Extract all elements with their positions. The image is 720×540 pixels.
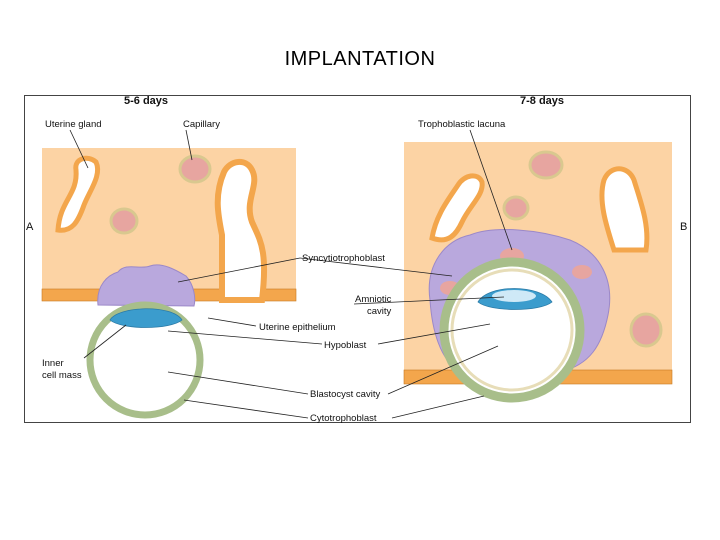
capillary <box>502 195 530 221</box>
label-blastocyst-cavity: Blastocyst cavity <box>310 389 380 400</box>
page-title: IMPLANTATION <box>284 48 436 70</box>
uterine-gland <box>599 166 650 253</box>
label-inner-cell-mass-line2: cell mass <box>42 370 82 381</box>
inner-cell-mass <box>109 308 183 328</box>
label-cytotrophoblast: Cytotrophoblast <box>310 413 377 424</box>
capillary <box>629 312 663 348</box>
syncytiotrophoblast <box>97 264 196 307</box>
left-panel-header: 5-6 days <box>124 95 168 107</box>
label-syncytiotrophoblast: Syncytiotrophoblast <box>302 253 385 264</box>
uterine-gland <box>214 159 268 303</box>
label-inner-cell-mass-line1: Inner <box>42 358 64 369</box>
label-capillary: Capillary <box>183 119 220 130</box>
uterine-gland <box>55 155 100 233</box>
label-amniotic-cavity-line2: cavity <box>367 306 392 317</box>
uterine-gland <box>429 173 485 243</box>
capillary <box>528 150 564 180</box>
hypoblast-layer <box>450 268 574 392</box>
right-panel <box>403 142 673 403</box>
trophoblastic-lacuna <box>572 265 592 279</box>
label-trophoblastic-lacuna: Trophoblastic lacuna <box>418 119 506 130</box>
capillary <box>178 154 212 184</box>
label-uterine-gland: Uterine gland <box>45 119 102 130</box>
capillary <box>109 207 139 235</box>
blastocyst <box>86 301 204 419</box>
right-panel-header: 7-8 days <box>520 95 564 107</box>
left-panel <box>41 148 297 419</box>
leader-lines <box>69 129 513 419</box>
label-uterine-epithelium: Uterine epithelium <box>259 322 336 333</box>
left-panel-letter: A <box>26 221 34 233</box>
amniotic-cavity <box>492 290 536 302</box>
label-amniotic-cavity-line1: Amniotic <box>355 294 392 305</box>
right-panel-letter: B <box>680 221 687 233</box>
label-hypoblast: Hypoblast <box>324 340 367 351</box>
